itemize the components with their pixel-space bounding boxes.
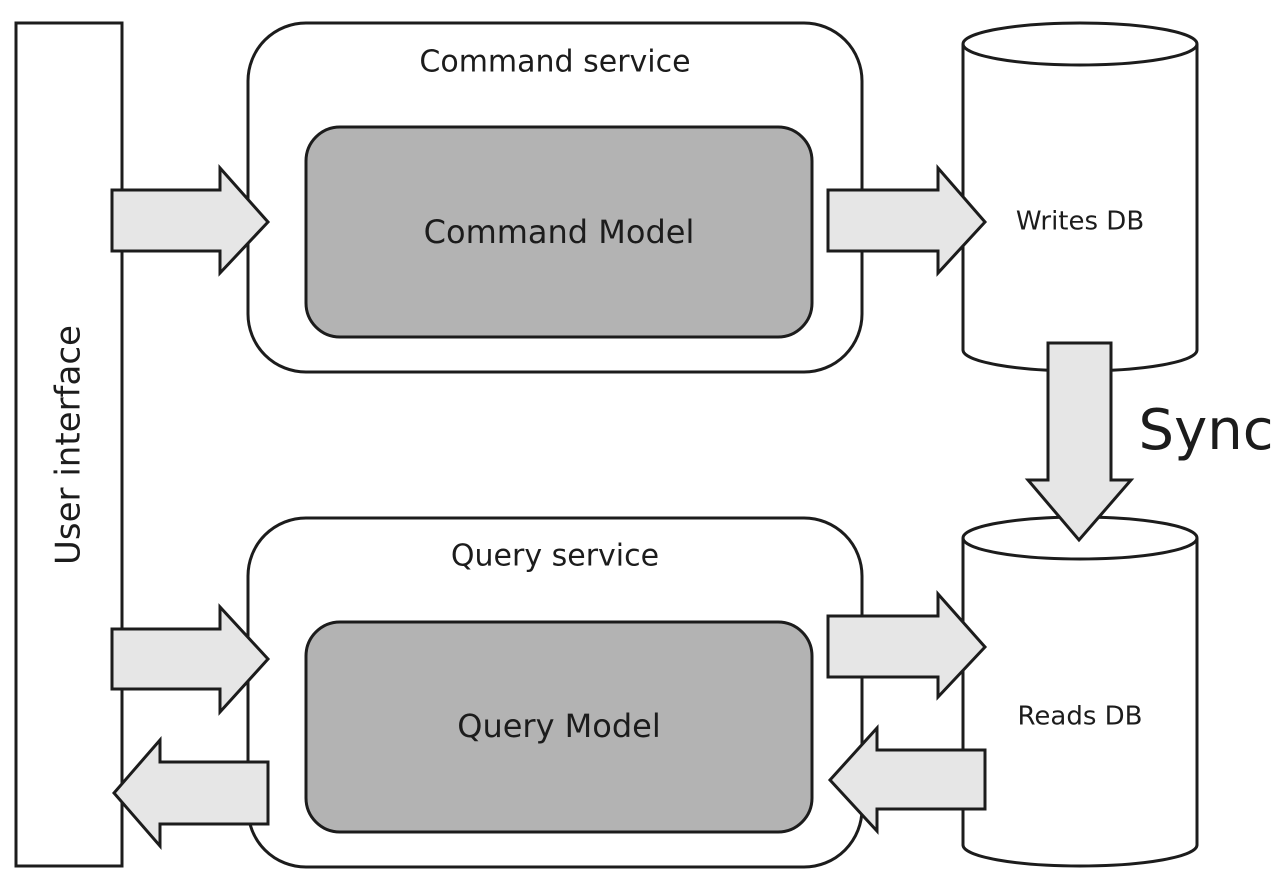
command-model-label: Command Model bbox=[424, 213, 695, 251]
reads-db-to-query-arrow bbox=[827, 724, 987, 835]
query-to-reads-db-arrow bbox=[826, 590, 988, 701]
reads-db-cylinder bbox=[961, 515, 1199, 868]
ui-to-command-arrow bbox=[110, 164, 271, 277]
user-interface-label: User interface bbox=[49, 325, 89, 565]
reads-db-label: Reads DB bbox=[1018, 702, 1143, 732]
user-interface-box bbox=[14, 21, 124, 868]
command-service-title: Command service bbox=[419, 45, 690, 80]
query-model-label: Query Model bbox=[457, 707, 661, 745]
ui-to-query-arrow bbox=[110, 603, 271, 716]
writes-db-cylinder bbox=[961, 21, 1199, 373]
sync-arrow bbox=[1024, 341, 1135, 543]
writes-db-label: Writes DB bbox=[1016, 207, 1144, 237]
command-model-box bbox=[304, 125, 814, 339]
query-to-ui-arrow bbox=[112, 735, 270, 851]
query-service-title: Query service bbox=[451, 539, 659, 574]
sync-label: Sync bbox=[1139, 398, 1274, 463]
query-model-box bbox=[304, 620, 814, 834]
command-to-writes-db-arrow bbox=[826, 163, 988, 277]
